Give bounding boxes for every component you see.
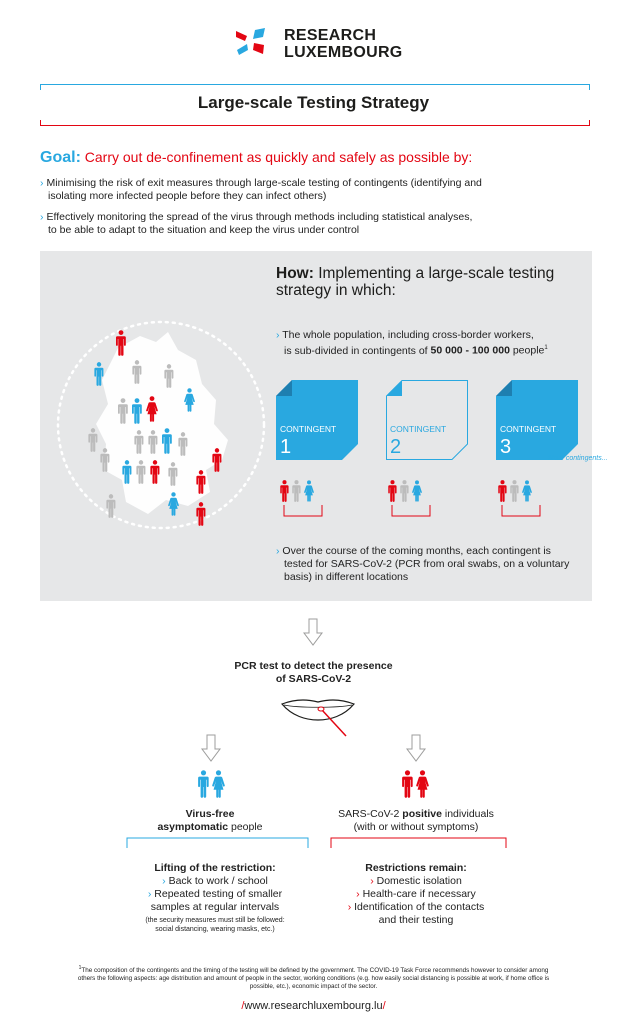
virus-free-title: Virus-free asymptomatic people [157, 808, 263, 833]
person-icon [212, 448, 222, 472]
positive-people [400, 770, 436, 800]
map-people [56, 320, 266, 530]
left-divider [126, 837, 309, 848]
person-icon [94, 362, 104, 386]
footnote: 1The composition of the contingents and … [77, 965, 550, 991]
lifting-restrictions: Lifting of the restriction: › Back to wo… [145, 862, 285, 933]
person-icon [162, 428, 172, 454]
person-icon [88, 428, 98, 452]
contingent-2-label: CONTINGENT [390, 424, 447, 434]
person-icon [416, 770, 429, 798]
website-link[interactable]: /www.researchluxembourg.lu/ [241, 1000, 386, 1012]
more-contingents-label: More contingents... [548, 455, 608, 462]
person-icon [280, 480, 289, 502]
group-bracket [391, 505, 431, 517]
how-heading: How: Implementing a large-scale testing … [276, 265, 555, 299]
research-luxembourg-logo-icon [236, 28, 265, 55]
person-icon [402, 770, 413, 798]
contingent-1-box [276, 380, 358, 460]
person-icon [510, 480, 519, 502]
person-icon [168, 492, 179, 516]
how-point-1: › The whole population, including cross-… [276, 329, 548, 357]
contingent-2-people [386, 480, 436, 520]
person-icon [498, 480, 507, 502]
person-icon [150, 460, 160, 484]
contingent-1-people [278, 480, 328, 520]
person-icon [164, 364, 174, 388]
person-icon [136, 460, 146, 484]
contingent-1-label: CONTINGENT [280, 424, 337, 434]
virus-free-people [196, 770, 232, 800]
person-icon [196, 502, 206, 526]
person-icon [178, 432, 188, 456]
how-point-2: › Over the course of the coming months, … [276, 545, 570, 583]
contingent-2-box [386, 380, 468, 460]
contingent-3-people [496, 480, 546, 520]
person-icon [132, 398, 142, 424]
logo-line-2: LUXEMBOURG [284, 44, 403, 61]
right-divider [330, 837, 507, 848]
group-bracket [283, 505, 323, 517]
logo-line-1: RESEARCH [284, 27, 377, 44]
person-icon [196, 470, 206, 494]
goal-label: Goal: [40, 149, 81, 166]
page-title: Large-scale Testing Strategy [197, 93, 430, 112]
arrow-down-right-icon [406, 734, 426, 762]
person-icon [168, 462, 178, 486]
arrow-down-left-icon [201, 734, 221, 762]
mouth-swab-icon [280, 699, 356, 737]
person-icon [522, 480, 532, 502]
arrow-down-icon [303, 618, 323, 646]
goal-bullet-2: ›Effectively monitoring the spread of th… [40, 211, 473, 236]
person-icon [212, 770, 225, 798]
title-frame [40, 84, 590, 126]
contingent-2-number: 2 [390, 436, 402, 458]
goal-text: Carry out de-confinement as quickly and … [84, 149, 473, 165]
positive-title: SARS-CoV-2 positive individuals (with or… [338, 808, 494, 833]
person-icon [400, 480, 409, 502]
person-icon [304, 480, 314, 502]
goal-bullet-1: ›Minimising the risk of exit measures th… [40, 177, 482, 202]
group-bracket [501, 505, 541, 517]
person-icon [292, 480, 301, 502]
person-icon [106, 494, 116, 518]
person-icon [184, 388, 195, 412]
person-icon [132, 360, 142, 384]
person-icon [148, 430, 158, 454]
person-icon [100, 448, 110, 472]
person-icon [146, 396, 158, 422]
person-icon [412, 480, 422, 502]
person-icon [134, 430, 144, 454]
contingent-3-number: 3 [500, 436, 512, 458]
contingent-3-box [496, 380, 578, 460]
person-icon [388, 480, 397, 502]
person-icon [122, 460, 132, 484]
goal-heading: Goal: Carry out de-confinement as quickl… [40, 149, 472, 167]
person-icon [116, 330, 126, 356]
contingent-1-number: 1 [280, 436, 292, 458]
contingent-3-label: CONTINGENT [500, 424, 557, 434]
restrictions-remain: Restrictions remain: › Domestic isolatio… [347, 862, 485, 926]
person-icon [118, 398, 128, 424]
logo: RESEARCH LUXEMBOURG [233, 24, 403, 64]
person-icon [198, 770, 209, 798]
